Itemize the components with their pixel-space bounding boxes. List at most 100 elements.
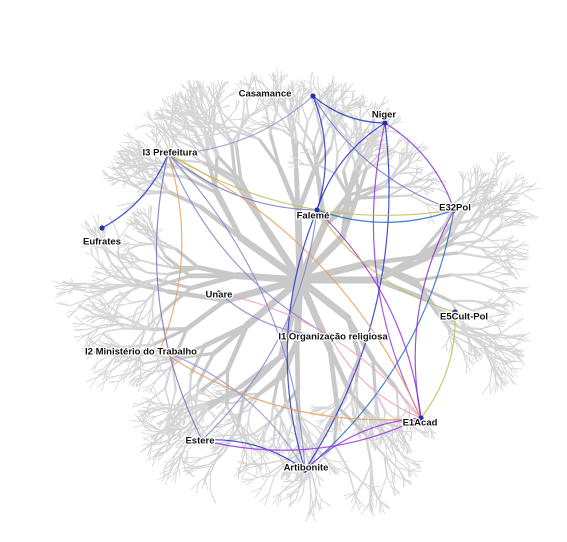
background-branch — [395, 440, 399, 447]
node-label-artibonite: Artibonite — [284, 463, 329, 474]
background-branch — [120, 155, 126, 163]
background-branch — [115, 265, 123, 270]
background-branch — [152, 236, 167, 258]
background-branch — [161, 415, 168, 424]
background-branch — [401, 453, 412, 463]
background-branch — [351, 91, 354, 101]
background-branch — [141, 386, 150, 388]
background-branch — [103, 305, 111, 319]
background-branch — [324, 458, 338, 470]
background-branch — [142, 181, 152, 188]
background-branch — [342, 152, 353, 172]
background-branch — [147, 109, 153, 122]
background-branch — [192, 121, 202, 127]
background-branch — [409, 466, 420, 472]
background-branch — [510, 190, 528, 200]
background-branch — [132, 364, 142, 370]
background-branch — [359, 109, 368, 121]
background-branch — [367, 425, 372, 437]
background-branch — [84, 222, 91, 234]
background-branch — [138, 148, 143, 161]
background-branch — [131, 378, 139, 383]
background-branch — [513, 255, 524, 257]
background-branch — [216, 430, 225, 436]
background-branch — [166, 468, 172, 480]
background-branch — [393, 119, 401, 124]
background-branch — [495, 320, 507, 323]
background-branch — [175, 439, 185, 446]
background-branch — [128, 369, 138, 379]
background-branch — [110, 180, 120, 184]
background-branch — [505, 255, 521, 261]
background-branch — [502, 217, 512, 225]
background-branch — [226, 424, 235, 434]
background-branch — [331, 119, 335, 128]
background-branch — [331, 98, 343, 107]
background-branch — [130, 143, 137, 150]
background-branch — [183, 112, 196, 119]
background-branch — [171, 423, 174, 436]
background-branch — [482, 226, 500, 242]
background-branch — [312, 450, 322, 456]
background-branch — [290, 156, 298, 160]
background-branch — [280, 74, 289, 82]
background-branch — [499, 289, 512, 302]
background-branch — [70, 282, 86, 285]
background-branch — [246, 119, 256, 125]
background-branch — [121, 149, 132, 154]
background-branch — [118, 289, 134, 304]
background-branch — [493, 198, 502, 204]
background-branch — [370, 500, 373, 512]
background-branch — [93, 244, 98, 254]
background-branch — [109, 274, 135, 281]
background-branch — [126, 145, 135, 150]
background-branch — [221, 422, 232, 426]
background-branch — [207, 85, 212, 94]
background-branch — [220, 81, 226, 90]
background-branch — [408, 172, 418, 179]
background-branch — [109, 381, 120, 383]
background-branch — [81, 332, 91, 339]
background-branch — [335, 405, 368, 436]
background-branch — [517, 354, 524, 365]
background-branch — [325, 82, 330, 94]
background-branch — [166, 189, 203, 209]
background-branch — [80, 241, 90, 246]
background-branch — [372, 105, 381, 122]
background-branch — [163, 128, 170, 137]
background-branch — [351, 93, 355, 102]
background-branch — [225, 322, 250, 373]
background-branch — [415, 155, 422, 162]
background-branch — [311, 440, 317, 448]
node-label-e1: E1Acad — [403, 418, 438, 429]
background-branch — [502, 254, 515, 262]
background-branch — [463, 352, 470, 361]
background-branch — [356, 195, 390, 200]
background-branch — [201, 134, 215, 139]
background-branch — [359, 140, 374, 166]
background-branch — [343, 100, 353, 109]
background-branch — [330, 466, 340, 473]
background-branch — [417, 284, 453, 303]
background-branch — [131, 309, 138, 321]
background-branch — [496, 344, 513, 351]
background-branch — [391, 487, 396, 497]
background-branch — [192, 430, 196, 438]
background-branch — [337, 117, 341, 124]
background-branch — [403, 437, 409, 447]
background-branch — [105, 268, 116, 273]
background-branch — [122, 261, 131, 264]
background-branch — [420, 147, 430, 153]
background-branch — [97, 293, 103, 301]
background-branch — [241, 102, 246, 122]
background-branch — [354, 129, 359, 145]
background-branch — [152, 128, 155, 141]
background-branch — [277, 164, 301, 215]
background-branch — [374, 146, 383, 151]
background-branch — [272, 81, 275, 94]
background-branch — [135, 217, 142, 224]
background-branch — [118, 143, 129, 153]
background-branch — [449, 335, 457, 344]
background-branch — [156, 112, 164, 119]
background-branch — [495, 321, 507, 325]
